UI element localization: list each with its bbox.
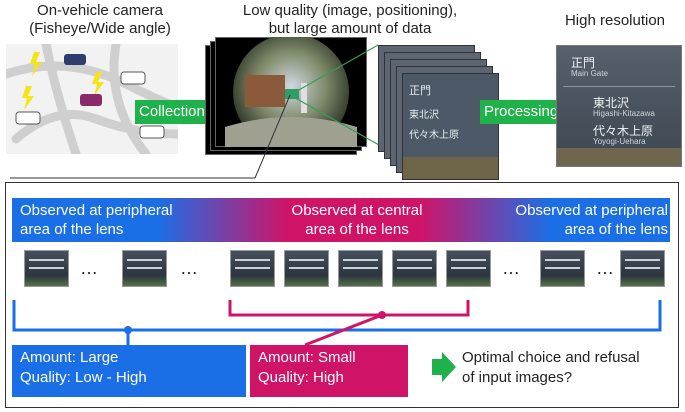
peripheral-summary-box: Amount: Large Quality: Low - High	[12, 345, 246, 397]
lens-position-bar: Observed at peripheral area of the lens …	[12, 198, 670, 242]
central-amount: Amount: Small	[258, 349, 356, 366]
small-sign-title: 正門	[409, 85, 431, 97]
thumbnail	[392, 250, 437, 287]
vehicle-map-illustration	[6, 44, 178, 154]
peripheral-right-label: Observed at peripheral area of the lens	[515, 202, 668, 238]
sign-title: 正門	[571, 56, 596, 70]
car-icon	[15, 54, 165, 139]
thumbnail	[620, 250, 665, 287]
sign-dir2: 代々木上原	[593, 124, 654, 138]
small-sign-dir2: 代々木上原	[409, 130, 459, 141]
camera-label: On-vehicle camera (Fisheye/Wide angle)	[0, 2, 200, 38]
high-resolution-sign: 正門 Main Gate 東北沢 Higashi-Kitazawa 代々木上原 …	[556, 45, 682, 167]
small-sign-dir1: 東北沢	[409, 110, 439, 121]
sign-dir1-romaji: Higashi-Kitazawa	[593, 109, 655, 118]
green-arrow-icon	[432, 352, 456, 382]
sign-dir1: 東北沢	[593, 96, 630, 110]
ellipsis: …	[80, 258, 99, 278]
data-label-line1: Low quality (image, positioning),	[242, 2, 458, 19]
data-label: Low quality (image, positioning), but la…	[215, 2, 485, 38]
result-label: High resolution	[564, 12, 666, 29]
thumbnail	[338, 250, 383, 287]
lens-analysis-panel	[5, 182, 679, 408]
central-quality: Quality: High	[258, 369, 344, 386]
thumbnail	[24, 250, 69, 287]
collection-arrow-label: Collection	[139, 103, 205, 120]
thumbnail	[230, 250, 275, 287]
camera-label-line2: (Fisheye/Wide angle)	[29, 20, 171, 37]
peripheral-left-label: Observed at peripheral area of the lens	[20, 202, 173, 238]
thumbnail	[540, 250, 585, 287]
processing-arrow-label: Processing	[484, 103, 559, 120]
peripheral-amount: Amount: Large	[20, 349, 119, 366]
ellipsis: …	[180, 258, 199, 278]
question-text: Optimal choice and refusal of input imag…	[462, 349, 640, 386]
data-label-line2: but large amount of data	[268, 20, 432, 37]
camera-label-line1: On-vehicle camera	[37, 2, 163, 19]
peripheral-quality: Quality: Low - High	[20, 369, 147, 386]
ellipsis: …	[502, 258, 521, 278]
central-label: Observed at central area of the lens	[291, 202, 423, 238]
central-summary-box: Amount: Small Quality: High	[250, 345, 408, 397]
fisheye-photo	[225, 37, 357, 147]
thumbnail	[122, 250, 167, 287]
thumbnail	[446, 250, 491, 287]
ellipsis: …	[596, 258, 615, 278]
thumbnail	[284, 250, 329, 287]
sign-dir2-romaji: Yoyogi-Uehara	[593, 137, 646, 146]
sign-subtitle: Main Gate	[571, 69, 608, 78]
